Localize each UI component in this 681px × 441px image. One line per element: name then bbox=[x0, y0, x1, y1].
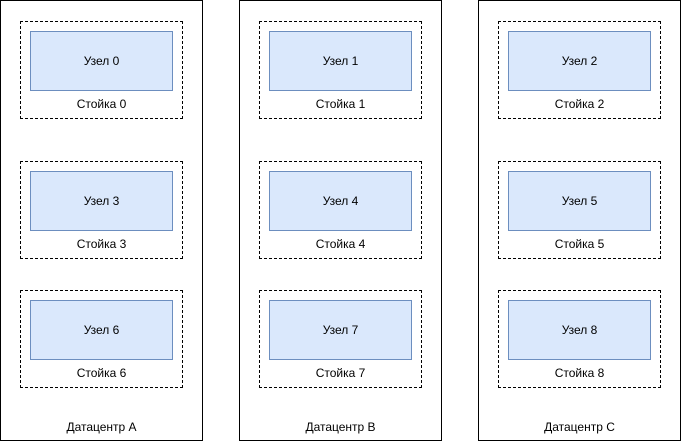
node-8: Узел 8 bbox=[508, 300, 651, 360]
rack-3: Узел 3 Стойка 3 bbox=[20, 161, 183, 259]
datacenter-c-container: Узел 2 Стойка 2 Узел 5 Стойка 5 Узел 8 С… bbox=[478, 0, 681, 441]
node-0: Узел 0 bbox=[30, 31, 173, 91]
node-label: Узел 6 bbox=[83, 323, 120, 337]
node-label: Узел 7 bbox=[322, 323, 359, 337]
datacenter-label: Датацентр B bbox=[305, 420, 376, 434]
node-label: Узел 3 bbox=[83, 194, 120, 208]
rack-4: Узел 4 Стойка 4 bbox=[259, 161, 422, 259]
node-3: Узел 3 bbox=[30, 171, 173, 231]
datacenter-a-container: Узел 0 Стойка 0 Узел 3 Стойка 3 Узел 6 С… bbox=[0, 0, 203, 441]
rack-6: Узел 6 Стойка 6 bbox=[20, 290, 183, 388]
rack-label: Стойка 5 bbox=[554, 236, 605, 251]
rack-2: Узел 2 Стойка 2 bbox=[498, 21, 661, 119]
node-7: Узел 7 bbox=[269, 300, 412, 360]
rack-label: Стойка 3 bbox=[76, 236, 127, 251]
rack-8: Узел 8 Стойка 8 bbox=[498, 290, 661, 388]
node-label: Узел 0 bbox=[83, 54, 120, 68]
datacenter-label: Датацентр A bbox=[66, 420, 137, 434]
rack-0: Узел 0 Стойка 0 bbox=[20, 21, 183, 119]
rack-label: Стойка 2 bbox=[554, 96, 605, 111]
rack-label: Стойка 8 bbox=[554, 365, 605, 380]
datacenter-b-container: Узел 1 Стойка 1 Узел 4 Стойка 4 Узел 7 С… bbox=[239, 0, 442, 441]
node-label: Узел 2 bbox=[561, 54, 598, 68]
node-4: Узел 4 bbox=[269, 171, 412, 231]
rack-label: Стойка 7 bbox=[315, 365, 366, 380]
node-label: Узел 5 bbox=[561, 194, 598, 208]
node-1: Узел 1 bbox=[269, 31, 412, 91]
rack-label: Стойка 0 bbox=[76, 96, 127, 111]
rack-5: Узел 5 Стойка 5 bbox=[498, 161, 661, 259]
node-label: Узел 1 bbox=[322, 54, 359, 68]
rack-1: Узел 1 Стойка 1 bbox=[259, 21, 422, 119]
datacenter-label: Датацентр C bbox=[544, 420, 615, 434]
node-2: Узел 2 bbox=[508, 31, 651, 91]
rack-label: Стойка 1 bbox=[315, 96, 366, 111]
node-label: Узел 8 bbox=[561, 323, 598, 337]
node-label: Узел 4 bbox=[322, 194, 359, 208]
rack-label: Стойка 4 bbox=[315, 236, 366, 251]
node-5: Узел 5 bbox=[508, 171, 651, 231]
rack-label: Стойка 6 bbox=[76, 365, 127, 380]
rack-7: Узел 7 Стойка 7 bbox=[259, 290, 422, 388]
node-6: Узел 6 bbox=[30, 300, 173, 360]
